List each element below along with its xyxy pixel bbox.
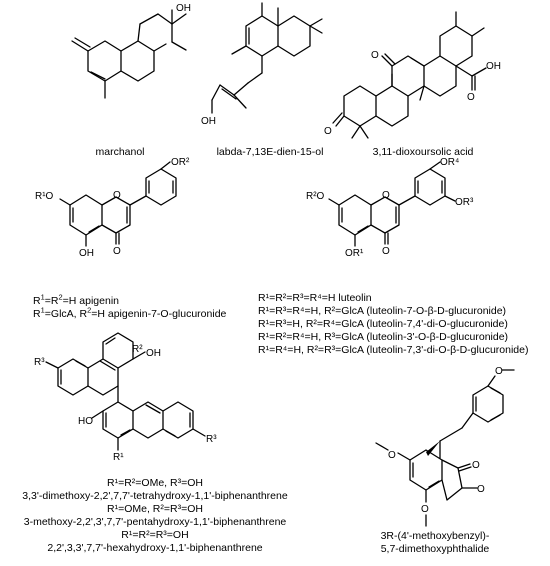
dioxoursolic-o3-label: O [324,126,332,137]
biphenanthrene-line-4: 3-methoxy-2,2',3',7,7'-pentahydroxy-1,1'… [23,516,287,528]
luteolin-line-1: R¹=R²=R³=R⁴=H luteolin [258,292,372,304]
luteolin-line-3: R¹=R³=H, R²=R⁴=GlcA (luteolin-7,4'-di-O-… [258,318,508,330]
luteolin-or4-label: OR⁴ [440,157,459,168]
apigenin-line-2: R1=GlcA, R2=H apigenin-7-O-glucuronide [33,305,227,320]
biphenanthrene-r3-bottom-label: R³ [206,434,217,445]
dioxoursolic-name: 3,11-dioxoursolic acid [372,146,474,158]
biphenanthrene-caption: R¹=R²=OMe, R³=OH 3,3'-dimethoxy-2,2',7,7… [5,477,305,555]
luteolin-line-2: R¹=R³=R⁴=H, R²=GlcA (luteolin-7-O-β-D-gl… [258,305,507,317]
biphenanthrene-r2-label: R² [132,344,143,355]
phthalide-o-ring-label: O [477,484,485,495]
biphenanthrene-line-3: R¹=OMe, R²=R³=OH [107,503,203,515]
apigenin-structure: O O OH R¹O OR² [35,157,190,259]
luteolin-or3-label: OR³ [455,197,474,208]
luteolin-caption: R¹=R²=R³=R⁴=H luteolin R¹=R³=R⁴=H, R²=Gl… [258,292,528,357]
luteolin-oring-label: O [382,190,390,201]
luteolin-r2o-label: R²O [306,191,325,202]
dioxoursolic-acid-o-label: O [467,92,475,103]
apigenin-caption: R1=R2=H apigenin R1=GlcA, R2=H apigenin-… [33,292,227,321]
luteolin-structure: O O OR¹ R²O OR⁴ OR³ [306,157,474,259]
biphenanthrene-line-5: R¹=R²=R³=OH [121,529,189,541]
luteolin-or1-label: OR¹ [345,248,364,259]
phthalide-o-carbonyl-label: O [472,460,480,471]
apigenin-o4-label: O [113,246,121,257]
phthalide-o-left-label: O [388,450,396,461]
phthalide-o-bottom-label: O [421,504,429,515]
dioxoursolic-oh-label: OH [486,61,501,72]
phthalide-o-top-label: O [495,366,503,377]
marchanol-oh-label: OH [176,3,191,14]
luteolin-o4-label: O [382,246,390,257]
apigenin-oring-label: O [113,190,121,201]
biphenanthrene-r3-top-label: R³ [34,357,45,368]
phthalide-structure: O O O O O [375,366,515,527]
apigenin-or2-label: OR² [171,157,190,168]
biphenanthrene-line-1: R¹=R²=OMe, R³=OH [107,477,203,489]
dioxoursolic-structure: O O O OH [324,11,501,139]
biphenanthrene-line-2: 3,3'-dimethoxy-2,2',7,7'-tetrahydroxy-1,… [22,490,288,502]
phthalide-line-2: 5,7-dimethoxyphthalide [380,543,490,555]
marchanol-structure: OH [71,3,191,99]
phthalide-line-1: 3R-(4'-methoxybenzyl)- [380,530,490,542]
apigenin-oh5-label: OH [79,248,94,259]
dioxoursolic-o11-label: O [371,50,379,61]
phthalide-caption: 3R-(4'-methoxybenzyl)- 5,7-dimethoxyphth… [355,530,515,556]
luteolin-line-4: R¹=R²=R⁴=H, R³=GlcA (luteolin-3'-O-β-D-g… [258,331,509,343]
biphenanthrene-structure: R² R³ OH HO R¹ R³ [34,332,217,463]
labdadienol-name: labda-7,13E-dien-15-ol [216,146,324,158]
apigenin-r1o-label: R¹O [35,191,54,202]
luteolin-line-5: R¹=R⁴=H, R²=R³=GlcA (luteolin-7,3'-di-O-… [258,344,529,356]
marchanol-name: marchanol [95,146,145,158]
biphenanthrene-r1-label: R¹ [113,452,124,463]
biphenanthrene-oh-top-label: OH [146,348,161,359]
biphenanthrene-line-6: 2,2',3,3',7,7'-hexahydroxy-1,1'-biphenan… [47,542,263,554]
biphenanthrene-ho-bottom-label: HO [78,416,93,427]
labdadienol-structure: OH [201,2,323,127]
apigenin-line-1: R1=R2=H apigenin [33,292,119,307]
labdadienol-oh-label: OH [201,116,216,127]
